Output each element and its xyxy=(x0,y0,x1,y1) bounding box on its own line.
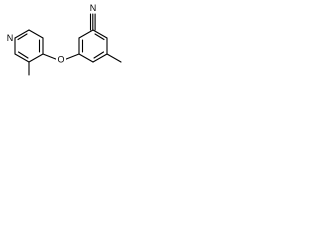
benzene-bond-3 xyxy=(92,53,108,63)
pyridine-bond-3 xyxy=(14,29,30,39)
benzene-methyl-bond xyxy=(106,53,122,63)
pyridine-double-bond-3 xyxy=(17,51,29,59)
nitrile-nitrogen-label: N xyxy=(90,3,97,13)
chemical-structure-diagram: N O N xyxy=(4,2,122,76)
benzene-bond-4 xyxy=(78,53,94,63)
nitrile-n-label-bg xyxy=(88,2,98,13)
benzene-bond-6 xyxy=(78,29,94,39)
benzene-double-bond-2 xyxy=(93,51,105,59)
ether-bond-benzene-side xyxy=(64,53,80,61)
pyridine-nitrogen-label: N xyxy=(7,33,14,43)
pyridine-bond-6 xyxy=(28,53,44,63)
pyridine-bond-2 xyxy=(28,29,44,39)
pyridine-bond-5 xyxy=(14,53,30,63)
pyridine-double-bond-2 xyxy=(17,33,28,41)
benzene-double-bond-1 xyxy=(94,33,105,41)
ether-bond-pyridine-side xyxy=(42,53,58,61)
pyridine-n-label-bg xyxy=(4,32,14,43)
ether-oxygen-label: O xyxy=(57,55,64,65)
ether-o-label-bg xyxy=(56,54,66,65)
benzene-bond-1 xyxy=(92,29,108,39)
